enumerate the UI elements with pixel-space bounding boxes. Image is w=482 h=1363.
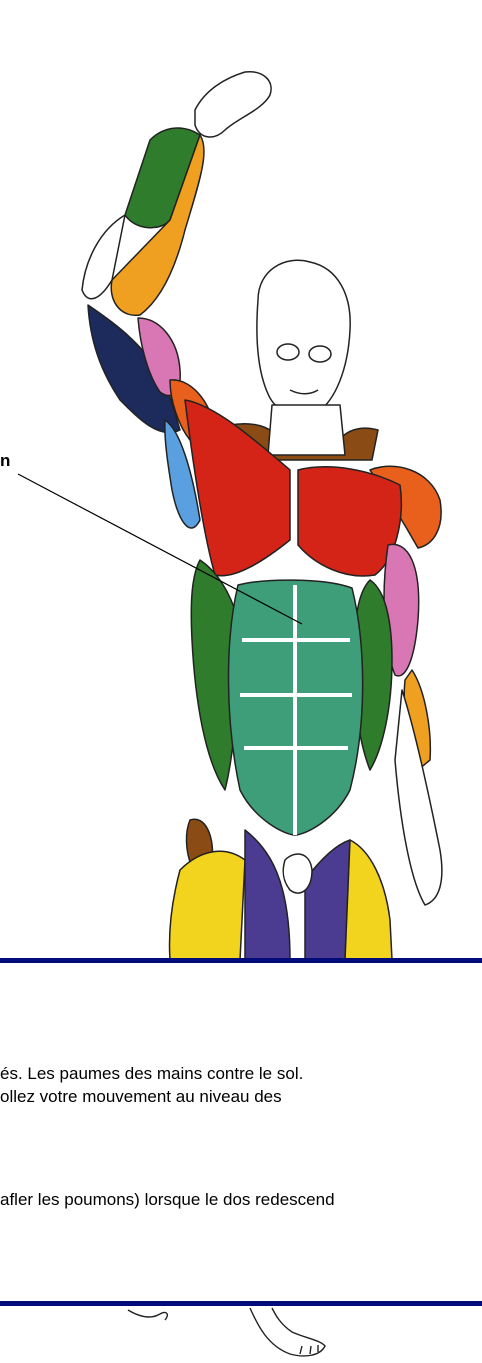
eye-left <box>277 344 299 360</box>
breathing-line: afler les poumons) lorsque le dos redesc… <box>0 1188 335 1211</box>
hand <box>195 72 271 137</box>
adductor-right <box>305 840 350 960</box>
callout-label: n <box>0 451 10 471</box>
quad-left <box>169 851 245 960</box>
foot-right <box>250 1308 325 1356</box>
instruction-line-1: és. Les paumes des mains contre le sol. <box>0 1062 303 1085</box>
divider-top <box>0 958 482 963</box>
eye-right <box>309 346 331 362</box>
anatomy-figure <box>0 0 482 960</box>
adductor <box>245 830 290 960</box>
instruction-line-2: ollez votre mouvement au niveau des <box>0 1085 282 1108</box>
quad-right <box>345 840 392 960</box>
foot-left <box>128 1310 167 1320</box>
feet-illustration <box>0 1306 482 1363</box>
neck <box>268 405 345 455</box>
genitals <box>283 854 312 893</box>
head <box>257 260 350 415</box>
